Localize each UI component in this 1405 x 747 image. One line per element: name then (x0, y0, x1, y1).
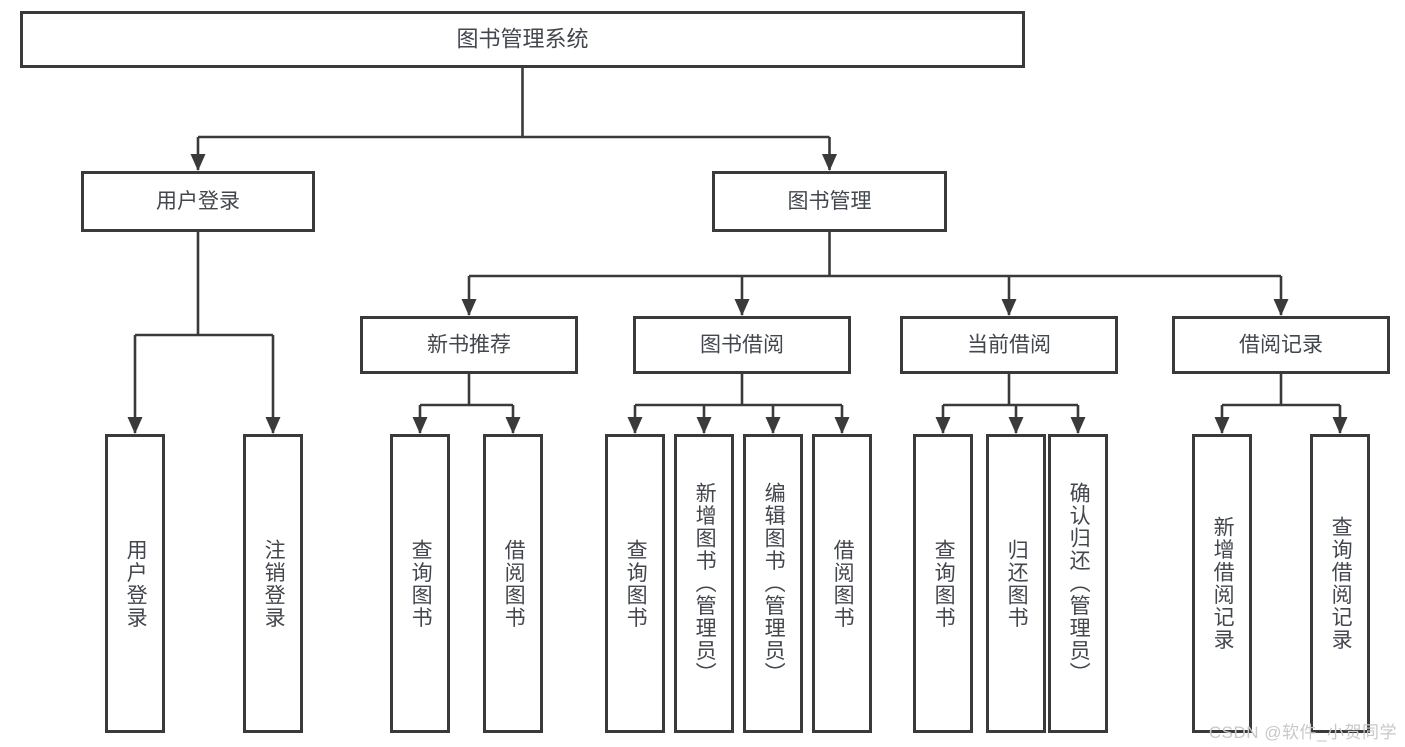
node-box-leaf-edit-book[interactable] (743, 434, 803, 733)
node-box-leaf-borrow-book-1[interactable] (483, 434, 543, 733)
connector-layer (127, 68, 1348, 434)
node-box-leaf-query-record[interactable] (1310, 434, 1370, 733)
node-box-leaf-borrow-book-2[interactable] (812, 434, 872, 733)
node-box-leaf-add-book[interactable] (674, 434, 734, 733)
node-box-leaf-add-record[interactable] (1192, 434, 1252, 733)
node-label-book-manage: 图书管理 (788, 190, 872, 213)
node-box-root[interactable] (20, 11, 1025, 68)
node-label-root: 图书管理系统 (456, 26, 588, 51)
node-box-leaf-return-book[interactable] (986, 434, 1046, 733)
node-box-borrow-record[interactable] (1172, 316, 1390, 374)
node-box-leaf-query-book-3[interactable] (913, 434, 973, 733)
node-label-user-login: 用户登录 (156, 190, 240, 213)
node-box-leaf-confirm-return[interactable] (1048, 434, 1108, 733)
node-box-user-login[interactable] (81, 171, 315, 232)
node-box-new-book-rec[interactable] (360, 316, 578, 374)
node-label-borrow-record: 借阅记录 (1239, 334, 1323, 357)
node-label-book-borrow: 图书借阅 (700, 334, 784, 357)
node-label-new-book-rec: 新书推荐 (427, 334, 511, 357)
node-label-current-borrow: 当前借阅 (967, 334, 1051, 357)
node-box-leaf-query-book-1[interactable] (390, 434, 450, 733)
csdn-watermark: CSDN @软件_小贺同学 (1208, 723, 1397, 742)
box-layer (20, 11, 1390, 733)
node-box-leaf-user-login[interactable] (105, 434, 165, 733)
node-box-leaf-query-book-2[interactable] (605, 434, 665, 733)
node-box-book-manage[interactable] (712, 171, 947, 232)
node-box-book-borrow[interactable] (633, 316, 851, 374)
node-box-current-borrow[interactable] (900, 316, 1118, 374)
node-box-leaf-logout[interactable] (243, 434, 303, 733)
